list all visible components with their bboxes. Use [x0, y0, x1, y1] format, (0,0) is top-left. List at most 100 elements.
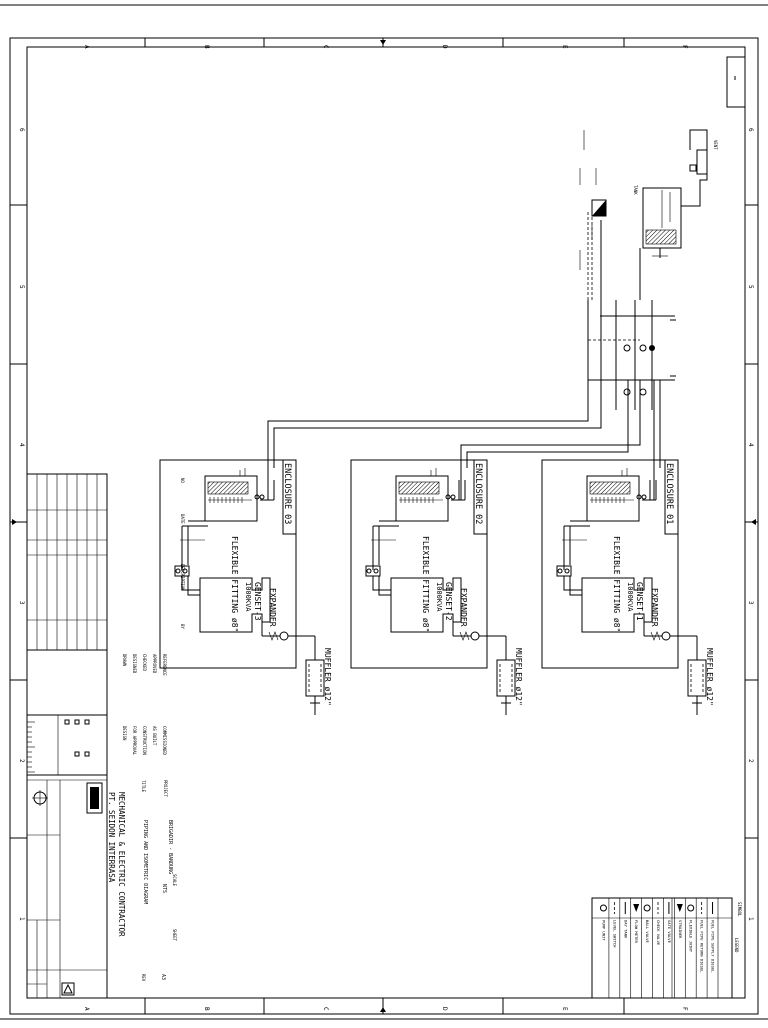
- zone-label-right: 3: [747, 601, 754, 605]
- expander-label: EXPANDER: [459, 588, 468, 627]
- header-pipes: [267, 210, 676, 500]
- zone-label-right: 2: [747, 759, 754, 763]
- legend-item: PUMP UNIT: [601, 920, 606, 941]
- flexible-fitting-label: FLEXIBLE FITTING ø8": [230, 536, 239, 632]
- genset-kva: 1000KVA: [626, 582, 634, 612]
- zone-label-top: C: [322, 45, 329, 49]
- sheet-label: SHEET: [172, 929, 177, 942]
- muffler-label: MUFFLER ø12": [323, 648, 332, 706]
- revision-header: DESCRIPTION: [180, 564, 185, 591]
- zone-label-right: 5: [747, 285, 754, 289]
- scale-value: NTS: [161, 884, 167, 893]
- genset-label: GENSET-1: [635, 582, 644, 621]
- outer-frame: [9, 37, 759, 1015]
- muffler-3: [687, 659, 707, 715]
- zone-label-right: 6: [747, 128, 754, 132]
- title-value: PIPING AND ISOMETRIC DIAGRAM: [142, 820, 148, 904]
- legend-item: FLEXIBLE JOINT: [689, 920, 694, 953]
- zone-label-top: E: [561, 45, 568, 49]
- legend-symbol: [599, 904, 607, 912]
- status-item: COMMISSIONED: [162, 726, 167, 755]
- status-item: CONSTRUCTION: [142, 726, 147, 755]
- rev-label: REV: [141, 974, 146, 982]
- flexible-fitting-label: FLEXIBLE FITTING ø8": [421, 536, 430, 632]
- legend-item: LEVEL SWITCH: [612, 920, 617, 948]
- expander-label: EXPANDER: [650, 588, 659, 627]
- project-label: PROJECT: [163, 780, 168, 797]
- role-item: APPROVED: [152, 654, 157, 674]
- flexible-fitting-label: FLEXIBLE FITTING ø8": [612, 536, 621, 632]
- company-line2: MECHANICAL & ELECTRIC CONTRACTOR: [117, 792, 126, 937]
- company-logo: [86, 782, 103, 814]
- zone-label-bottom: C: [322, 1007, 329, 1011]
- zone-label-left: 1: [18, 917, 25, 921]
- genset-kva: 1000KVA: [435, 582, 443, 612]
- zone-label-top: D: [441, 45, 448, 49]
- zone-label-left: 5: [18, 285, 25, 289]
- genset-kva: 1000KVA: [244, 582, 252, 612]
- main-day-tank: TANK VENT: [633, 129, 718, 260]
- svg-text:TANK: TANK: [633, 185, 638, 195]
- scale-label: SCALE: [172, 874, 177, 887]
- genset-label: GENSET-2: [444, 582, 453, 621]
- legend-item: FUEL PIPE SUPPLY DIESEL: [711, 920, 716, 973]
- svg-text:VENT: VENT: [713, 140, 718, 150]
- legend-item: FLOW METER: [634, 920, 639, 944]
- muffler-label: MUFFLER ø12": [705, 648, 714, 706]
- muffler-1: [305, 659, 325, 715]
- zone-ticks: [10, 38, 758, 1014]
- status-item: FOR APPROVAL: [132, 726, 137, 755]
- legend-symbol: [633, 904, 640, 912]
- zone-label-right: 4: [747, 443, 754, 447]
- zone-label-bottom: E: [561, 1007, 568, 1011]
- enclosure-label: ENCLOSURE 01: [664, 463, 674, 524]
- size-label: A3: [160, 974, 166, 980]
- muffler-2: [496, 659, 516, 715]
- legend-item: CHECK VALVE: [656, 920, 661, 946]
- project-value: BRIGADIR - BANDUNG: [167, 820, 173, 874]
- enclosure-label: ENCLOSURE 02: [473, 463, 483, 524]
- legend-item: BALL VALVE: [645, 920, 650, 944]
- legend-item: FUEL PIPE RETURN DIESEL: [700, 920, 705, 973]
- status-item: AS BUILT: [152, 726, 157, 746]
- title-block-text: PT. SEIDON INTERRASA MECHANICAL & ELECTR…: [107, 478, 185, 982]
- legend-title: SIMBOL: [737, 902, 742, 917]
- zone-label-left: 3: [18, 601, 25, 605]
- status-item: DESIGN: [122, 726, 127, 741]
- legend-symbol: [676, 904, 683, 912]
- legend-item: STRAINER: [678, 920, 683, 939]
- title-block: [26, 473, 108, 999]
- role-item: CHECKED: [142, 654, 147, 671]
- title-label: TITLE: [141, 780, 146, 793]
- legend-box: [591, 897, 733, 999]
- zone-label-top: F: [681, 45, 688, 49]
- zone-label-left: 2: [18, 759, 25, 763]
- legend-symbol: [643, 904, 651, 912]
- zone-label-bottom: D: [441, 1007, 448, 1011]
- zone-label-bottom: A: [83, 1007, 90, 1011]
- role-item: DESIGNED: [132, 654, 137, 674]
- legend-item: GATE VALVE: [667, 920, 672, 944]
- legend-col-header: LEGEND: [734, 938, 739, 953]
- zone-label-top: A: [83, 45, 90, 49]
- revision-header: BY: [180, 624, 185, 629]
- enclosure-label: ENCLOSURE 03: [282, 463, 292, 524]
- zone-label-top: B: [203, 45, 210, 49]
- fuel-filter: [579, 130, 607, 270]
- zone-label-bottom: B: [203, 1007, 210, 1011]
- company-line1: PT. SEIDON INTERRASA: [107, 792, 116, 883]
- zone-label-left: 6: [18, 128, 25, 132]
- zone-label-left: 4: [18, 443, 25, 447]
- expander-label: EXPANDER: [268, 588, 277, 627]
- role-item: REFERENCE: [162, 654, 167, 676]
- role-item: DRAWN: [122, 654, 127, 667]
- genset-label: GENSET-3: [253, 582, 262, 621]
- revision-header: DATE: [180, 514, 185, 524]
